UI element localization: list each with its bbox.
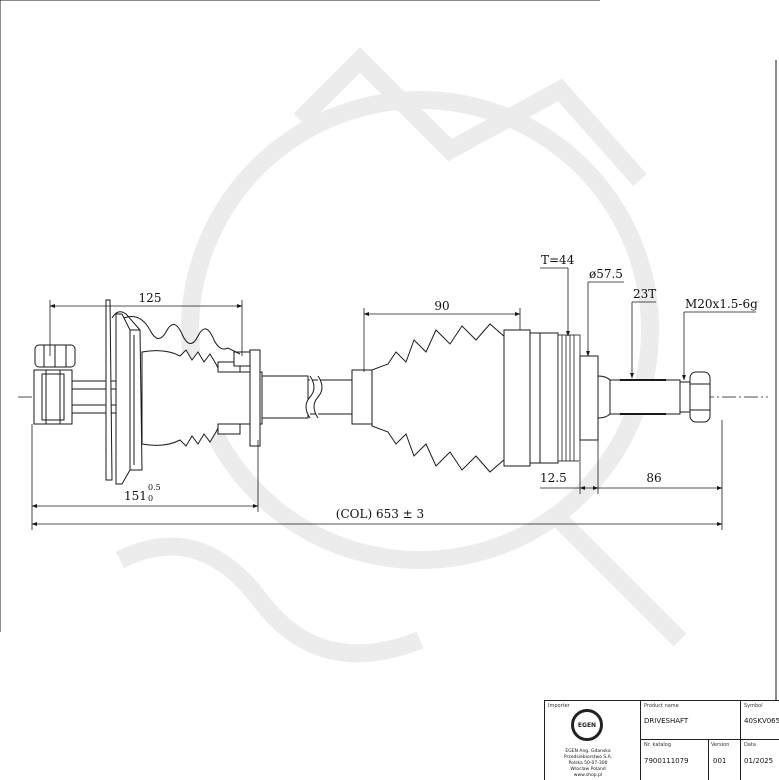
dim-seal-diameter: ø57.5 <box>589 267 623 281</box>
dim-outer-joint-length: 151 <box>124 489 147 503</box>
label-version: Version <box>711 742 730 748</box>
product-name: DRIVESHAFT <box>644 717 689 725</box>
dim-inner-boot-length: 90 <box>434 299 449 313</box>
dim-flange-offset: 12.5 <box>540 471 567 485</box>
company-address: EGEN Ang. Gdanska Przedsiebiorstwo S.A. … <box>563 749 613 778</box>
label-date: Data <box>744 742 756 748</box>
outer-cv-joint <box>33 344 125 425</box>
company-logo: EGEN <box>571 709 603 741</box>
dim-outer-joint-tol-upper: 0.5 <box>148 483 161 492</box>
label-importer: Importer <box>548 703 570 709</box>
label-product-name: Product name <box>644 703 679 709</box>
outer-boot <box>141 349 263 447</box>
inner-boot <box>371 323 531 473</box>
abs-tone-ring <box>557 334 581 462</box>
symbol: 40SKV065 <box>744 717 779 725</box>
boot-profile <box>123 316 241 355</box>
dim-outer-joint-tol-lower: 0 <box>148 494 153 503</box>
stub-shaft <box>597 371 711 423</box>
dimension-lines <box>31 267 756 530</box>
dim-overall-length: (COL) 653 ± 3 <box>336 507 424 521</box>
seal-section <box>579 355 599 441</box>
dim-spline: 23T <box>633 287 656 301</box>
outer-flange <box>105 299 143 485</box>
logo-text: EGEN <box>577 721 597 729</box>
intermediate-shaft <box>261 369 373 425</box>
label-symbol: Symbol <box>744 703 763 709</box>
inner-joint-housing <box>529 332 559 464</box>
watermark <box>115 47 687 663</box>
dim-stub-length: 86 <box>646 471 661 485</box>
version: 001 <box>713 757 727 765</box>
date: 01/2025 <box>744 757 774 765</box>
dim-abs-ring: T=44 <box>541 253 575 267</box>
dim-boot-span: 125 <box>139 291 162 305</box>
label-number: Nr. katalog <box>644 742 672 748</box>
dim-thread: M20x1.5-6g <box>685 297 758 311</box>
title-block: Importer Product name Symbol Nr. katalog… <box>544 700 779 780</box>
catalog-number: 7900111079 <box>644 757 689 765</box>
